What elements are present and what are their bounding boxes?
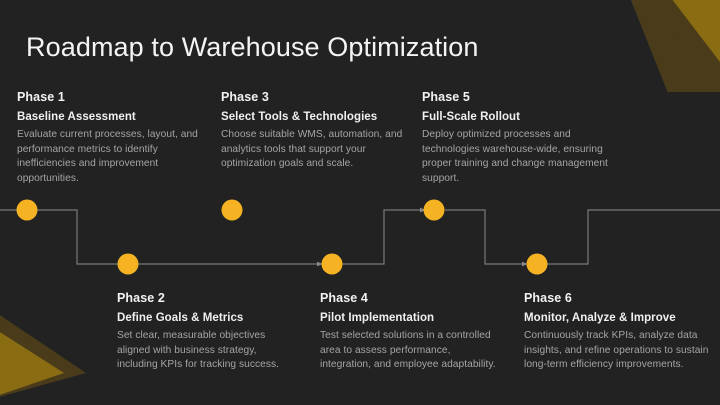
timeline-node-3 bbox=[221, 199, 243, 221]
phase-4-heading: Pilot Implementation bbox=[320, 312, 435, 324]
phase-3-number: Phase 3 bbox=[221, 90, 269, 104]
phase-card-2: Phase 2 Define Goals & Metrics Set clear… bbox=[117, 290, 299, 373]
phase-card-1: Phase 1 Baseline Assessment Evaluate cur… bbox=[17, 89, 199, 186]
timeline-node-5 bbox=[423, 199, 445, 221]
phase-5-body: Deploy optimized processes and technolog… bbox=[422, 129, 608, 184]
roadmap-timeline bbox=[0, 199, 720, 275]
phase-2-number: Phase 2 bbox=[117, 291, 165, 305]
phase-5-heading: Full-Scale Rollout bbox=[422, 111, 521, 123]
phase-1-body: Evaluate current processes, layout, and … bbox=[17, 129, 198, 184]
phase-4-body: Test selected solutions in a controlled … bbox=[320, 330, 496, 371]
deco-outer-triangle bbox=[0, 315, 86, 397]
phase-card-3: Phase 3 Select Tools & Technologies Choo… bbox=[221, 89, 403, 172]
phase-2-body: Set clear, measurable objectives aligned… bbox=[117, 330, 280, 371]
phase-card-4: Phase 4 Pilot Implementation Test select… bbox=[320, 290, 502, 373]
timeline-node-2 bbox=[117, 253, 139, 275]
phase-6-number: Phase 6 bbox=[524, 291, 572, 305]
phase-2-heading: Define Goals & Metrics bbox=[117, 312, 244, 324]
phase-6-heading: Monitor, Analyze & Improve bbox=[524, 312, 676, 324]
timeline-nodes bbox=[16, 199, 548, 275]
deco-inner-triangle bbox=[0, 332, 64, 395]
timeline-node-6 bbox=[526, 253, 548, 275]
timeline-node-4 bbox=[321, 253, 343, 275]
phase-3-body: Choose suitable WMS, automation, and ana… bbox=[221, 129, 403, 170]
deco-outer-triangle-left bbox=[646, 0, 720, 92]
phase-3-heading: Select Tools & Technologies bbox=[221, 111, 378, 123]
deco-outer-triangle bbox=[630, 0, 720, 92]
deco-inner-triangle bbox=[672, 0, 720, 62]
timeline-path bbox=[0, 207, 720, 267]
phase-card-6: Phase 6 Monitor, Analyze & Improve Conti… bbox=[524, 290, 710, 373]
phase-1-number: Phase 1 bbox=[17, 90, 65, 104]
phase-card-5: Phase 5 Full-Scale Rollout Deploy optimi… bbox=[422, 89, 608, 186]
page-title: Roadmap to Warehouse Optimization bbox=[26, 32, 479, 63]
top-right-chevron-decoration bbox=[630, 0, 720, 92]
phase-5-number: Phase 5 bbox=[422, 90, 470, 104]
phase-6-body: Continuously track KPIs, analyze data in… bbox=[524, 330, 709, 371]
timeline-node-1 bbox=[16, 199, 38, 221]
bottom-left-chevron-decoration bbox=[0, 315, 86, 397]
phase-1-heading: Baseline Assessment bbox=[17, 111, 136, 123]
phase-4-number: Phase 4 bbox=[320, 291, 368, 305]
